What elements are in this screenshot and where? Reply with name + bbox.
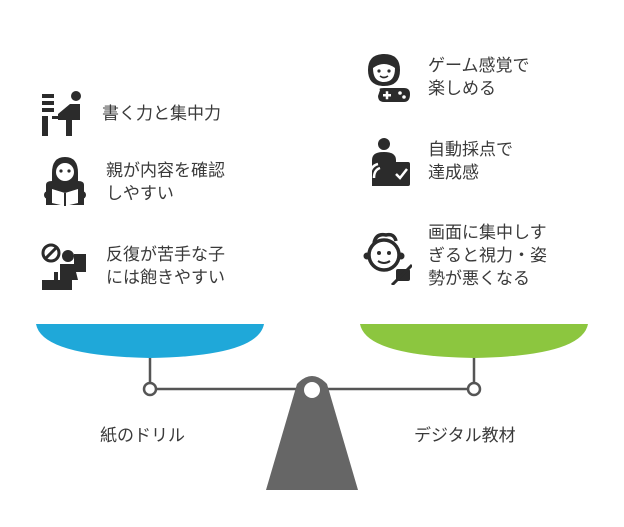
- parent-reading-icon: [44, 157, 86, 206]
- left-item-2-line-1: 親が内容を確認: [106, 161, 225, 181]
- left-pivot: [142, 381, 158, 397]
- gamer-face-icon: [368, 54, 410, 102]
- left-pan: [36, 324, 264, 358]
- left-item-3-line-1: 反復が苦手な子: [106, 245, 225, 265]
- right-item-1-line-2: 楽しめる: [428, 79, 496, 99]
- right-item-1: ゲーム感覚で 楽しめる: [362, 52, 530, 104]
- right-item-2: 自動採点で 達成感: [362, 136, 513, 188]
- left-item-1-line-1: 書く力と集中力: [102, 103, 221, 124]
- left-item-1: 書く力と集中力: [40, 90, 221, 138]
- left-item-3-line-2: には飽きやすい: [106, 268, 225, 288]
- auto-grading-icon: [368, 138, 410, 186]
- right-item-3: 画面に集中しす ぎると視力・姿 勢が悪くなる: [362, 222, 547, 291]
- right-item-3-line-3: 勢が悪くなる: [428, 269, 530, 289]
- left-item-2: 親が内容を確認 しやすい: [40, 155, 225, 211]
- stand-pivot: [304, 382, 320, 398]
- left-title: 紙のドリル: [100, 426, 185, 446]
- right-item-3-line-2: ぎると視力・姿: [428, 246, 547, 266]
- right-item-3-line-1: 画面に集中しす: [428, 223, 547, 243]
- right-item-1-line-1: ゲーム感覚で: [428, 56, 530, 76]
- right-title: デジタル教材: [414, 426, 516, 446]
- right-item-2-line-2: 達成感: [428, 163, 479, 183]
- scale-stand: [266, 376, 358, 490]
- left-item-3: 反復が苦手な子 には飽きやすい: [40, 242, 225, 292]
- left-item-2-line-2: しやすい: [106, 184, 174, 204]
- bored-child-icon: [41, 243, 86, 290]
- writing-at-desk-icon: [42, 91, 81, 136]
- right-item-2-line-1: 自動採点で: [428, 140, 513, 160]
- eye-strain-child-icon: [363, 232, 412, 285]
- right-pan: [360, 324, 588, 358]
- right-pivot: [466, 381, 482, 397]
